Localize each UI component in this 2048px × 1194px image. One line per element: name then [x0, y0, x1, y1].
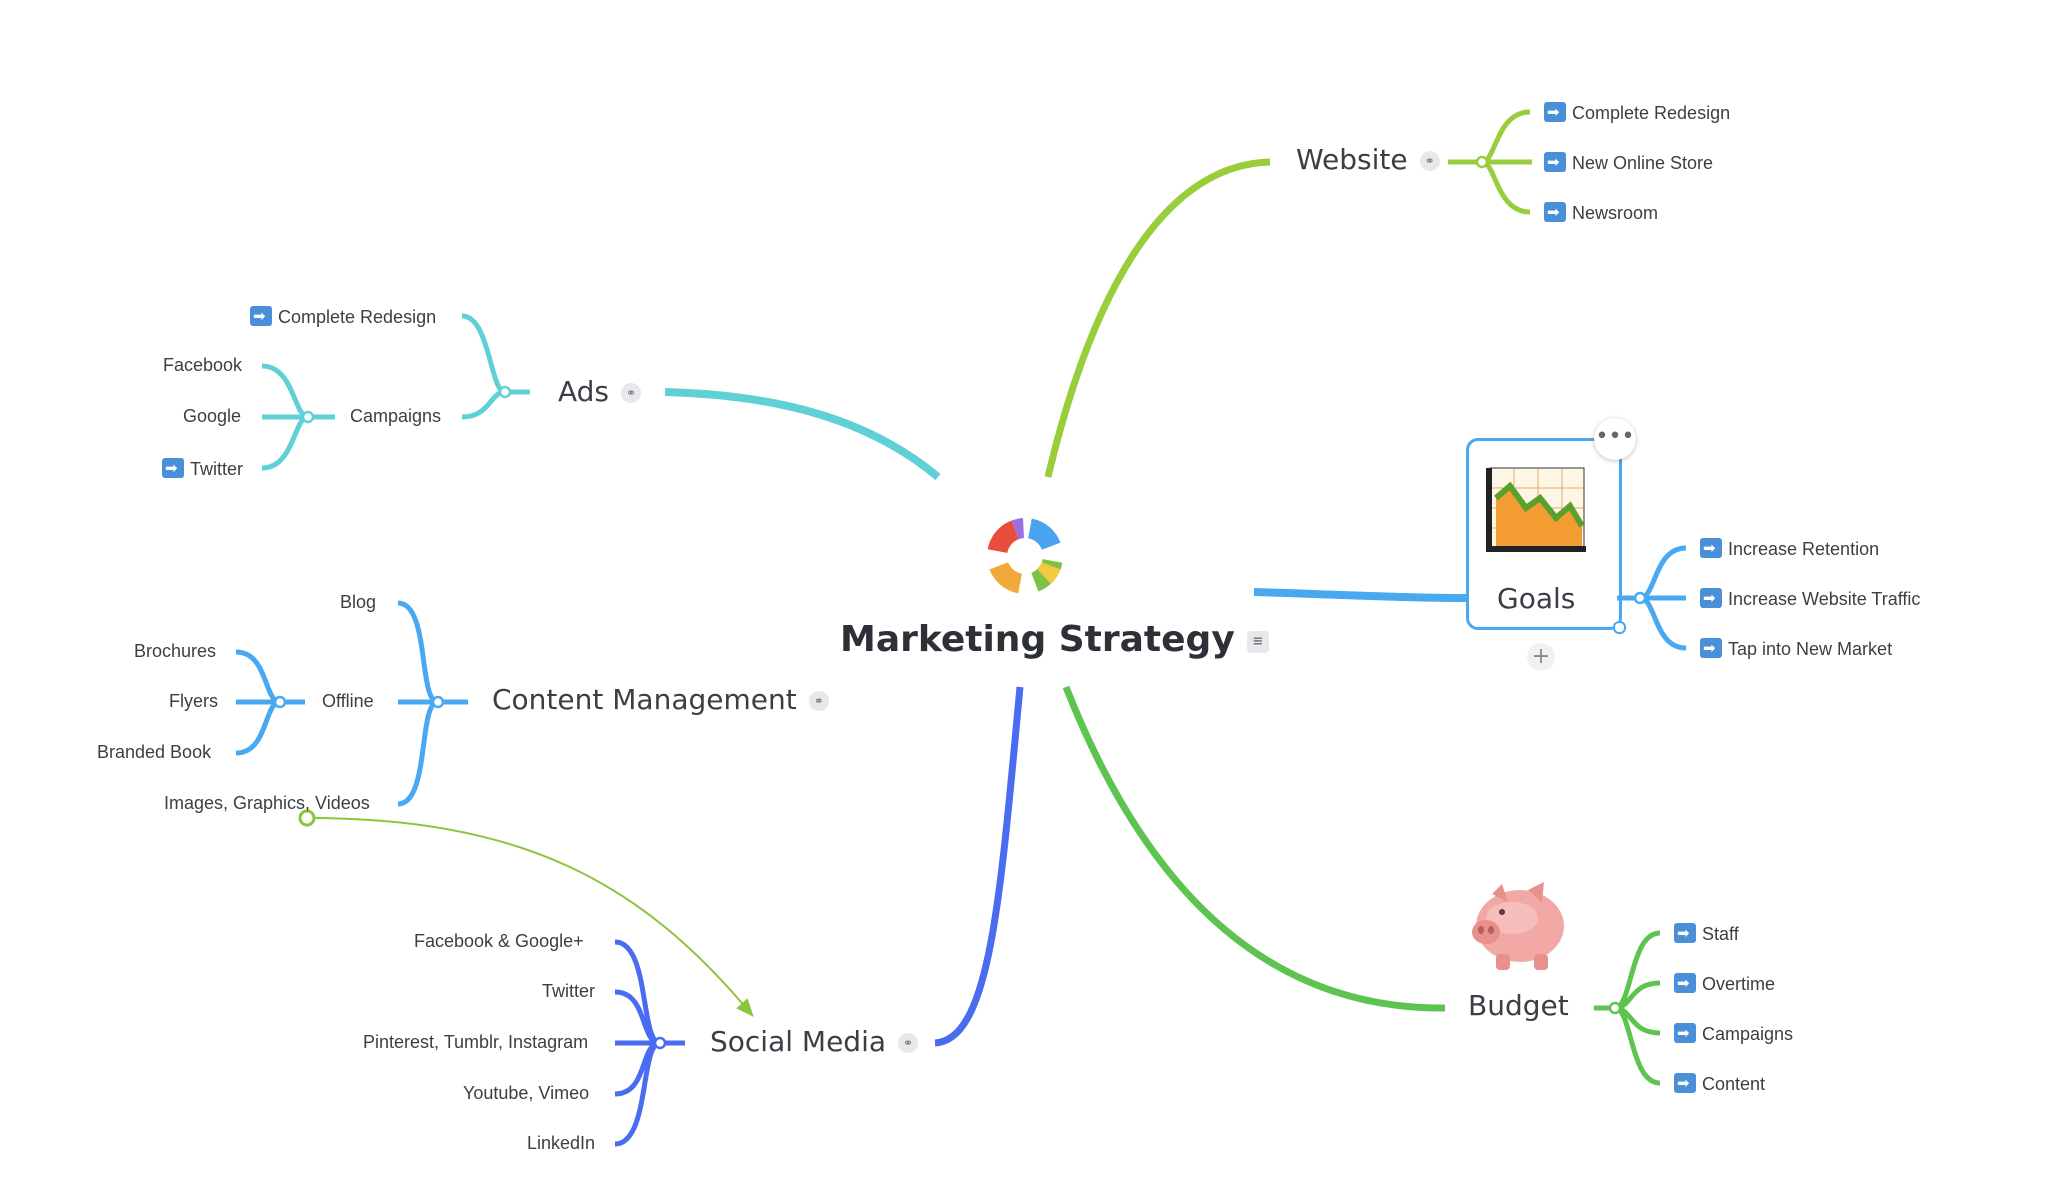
subtopic-social-3[interactable]: Youtube, Vimeo: [463, 1083, 590, 1103]
more-dots-icon[interactable]: •••: [1594, 418, 1636, 460]
connector-budget: [1062, 685, 1661, 1086]
connector-website: [1044, 109, 1532, 478]
connector-goals: [1253, 545, 1687, 651]
subtopic-budget-2[interactable]: Campaigns: [1674, 1023, 1793, 1043]
subtopic-ads-campaigns-2[interactable]: Twitter: [162, 458, 243, 478]
topic-social-media[interactable]: Social Media ⚭: [710, 1025, 919, 1058]
relationship-arrow[interactable]: [298, 809, 754, 1017]
subtopic-website-0[interactable]: Complete Redesign: [1544, 102, 1730, 122]
topic-social-label: Social Media: [710, 1025, 887, 1058]
topic-budget-label: Budget: [1468, 989, 1569, 1022]
link-icon[interactable]: ⚭: [621, 383, 642, 403]
subtopic-goals-2[interactable]: Tap into New Market: [1700, 638, 1892, 658]
subtopic-budget-0[interactable]: Staff: [1674, 923, 1739, 943]
subtopic-budget-3[interactable]: Content: [1674, 1073, 1765, 1093]
subtopic-content-offline-2[interactable]: Branded Book: [97, 742, 212, 762]
subtopic-social-1[interactable]: Twitter: [542, 981, 596, 1001]
link-icon[interactable]: ⚭: [898, 1033, 919, 1053]
subtopic-social-4[interactable]: LinkedIn: [527, 1133, 596, 1153]
app-logo-icon: [987, 518, 1063, 594]
arrow-right-icon[interactable]: [1544, 202, 1566, 222]
arrow-right-icon[interactable]: [1674, 1073, 1696, 1093]
topic-content-management[interactable]: Content Management ⚭: [492, 686, 829, 714]
topic-goals-card[interactable]: Goals: [1466, 438, 1626, 634]
link-icon[interactable]: ⚭: [1419, 151, 1440, 171]
subtopic-social-2[interactable]: Pinterest, Tumblr, Instagram: [363, 1032, 589, 1052]
topic-budget[interactable]: Budget: [1468, 992, 1569, 1020]
subtopic-website-1[interactable]: New Online Store: [1544, 152, 1713, 172]
subtopic-goals-0[interactable]: Increase Retention: [1700, 538, 1879, 558]
link-icon[interactable]: ⚭: [808, 691, 829, 711]
note-icon[interactable]: ≡: [1246, 631, 1269, 653]
arrow-right-icon[interactable]: [1544, 102, 1566, 122]
topic-ads[interactable]: Ads ⚭: [558, 375, 642, 408]
arrow-right-icon[interactable]: [1674, 973, 1696, 993]
piggy-bank-icon: [1472, 882, 1564, 970]
subtopic-social-0[interactable]: Facebook & Google+: [414, 931, 584, 951]
arrow-right-icon[interactable]: [1700, 538, 1722, 558]
subtopic-website-2[interactable]: Newsroom: [1544, 202, 1658, 222]
subtopic-content-2[interactable]: Images, Graphics, Videos: [164, 793, 370, 813]
chart-icon: [1486, 467, 1586, 552]
connector-content: [235, 600, 468, 807]
subtopic-goals-1[interactable]: Increase Website Traffic: [1700, 588, 1920, 608]
resize-handle[interactable]: [1613, 621, 1626, 634]
root-topic[interactable]: Marketing Strategy ≡: [840, 622, 1269, 658]
connector-social: [614, 686, 1024, 1147]
connector-ads: [261, 313, 941, 481]
topic-content-label: Content Management: [492, 683, 797, 716]
arrow-right-icon[interactable]: [162, 458, 184, 478]
topic-website[interactable]: Website ⚭: [1296, 146, 1440, 174]
root-topic-label: Marketing Strategy: [840, 619, 1235, 660]
subtopic-ads-campaigns-1[interactable]: Google: [183, 406, 242, 426]
arrow-right-icon[interactable]: [1674, 923, 1696, 943]
arrow-right-icon[interactable]: [1674, 1023, 1696, 1043]
subtopic-ads-campaigns-0[interactable]: Facebook: [163, 355, 243, 375]
topic-website-label: Website: [1296, 143, 1408, 176]
arrow-right-icon[interactable]: [1544, 152, 1566, 172]
arrow-right-icon[interactable]: [250, 306, 272, 326]
subtopic-content-1[interactable]: Offline: [322, 691, 374, 711]
subtopic-ads-1[interactable]: Campaigns: [350, 406, 442, 426]
subtopic-content-0[interactable]: Blog: [340, 592, 377, 612]
arrow-right-icon[interactable]: [1700, 588, 1722, 608]
topic-ads-label: Ads: [558, 375, 610, 408]
subtopic-ads-0[interactable]: Complete Redesign: [250, 306, 436, 326]
subtopic-content-offline-0[interactable]: Brochures: [134, 641, 217, 661]
subtopic-budget-1[interactable]: Overtime: [1674, 973, 1775, 993]
topic-goals-label: Goals: [1497, 582, 1576, 615]
subtopic-content-offline-1[interactable]: Flyers: [169, 691, 218, 711]
arrow-right-icon[interactable]: [1700, 638, 1722, 658]
plus-icon[interactable]: +: [1527, 643, 1555, 671]
